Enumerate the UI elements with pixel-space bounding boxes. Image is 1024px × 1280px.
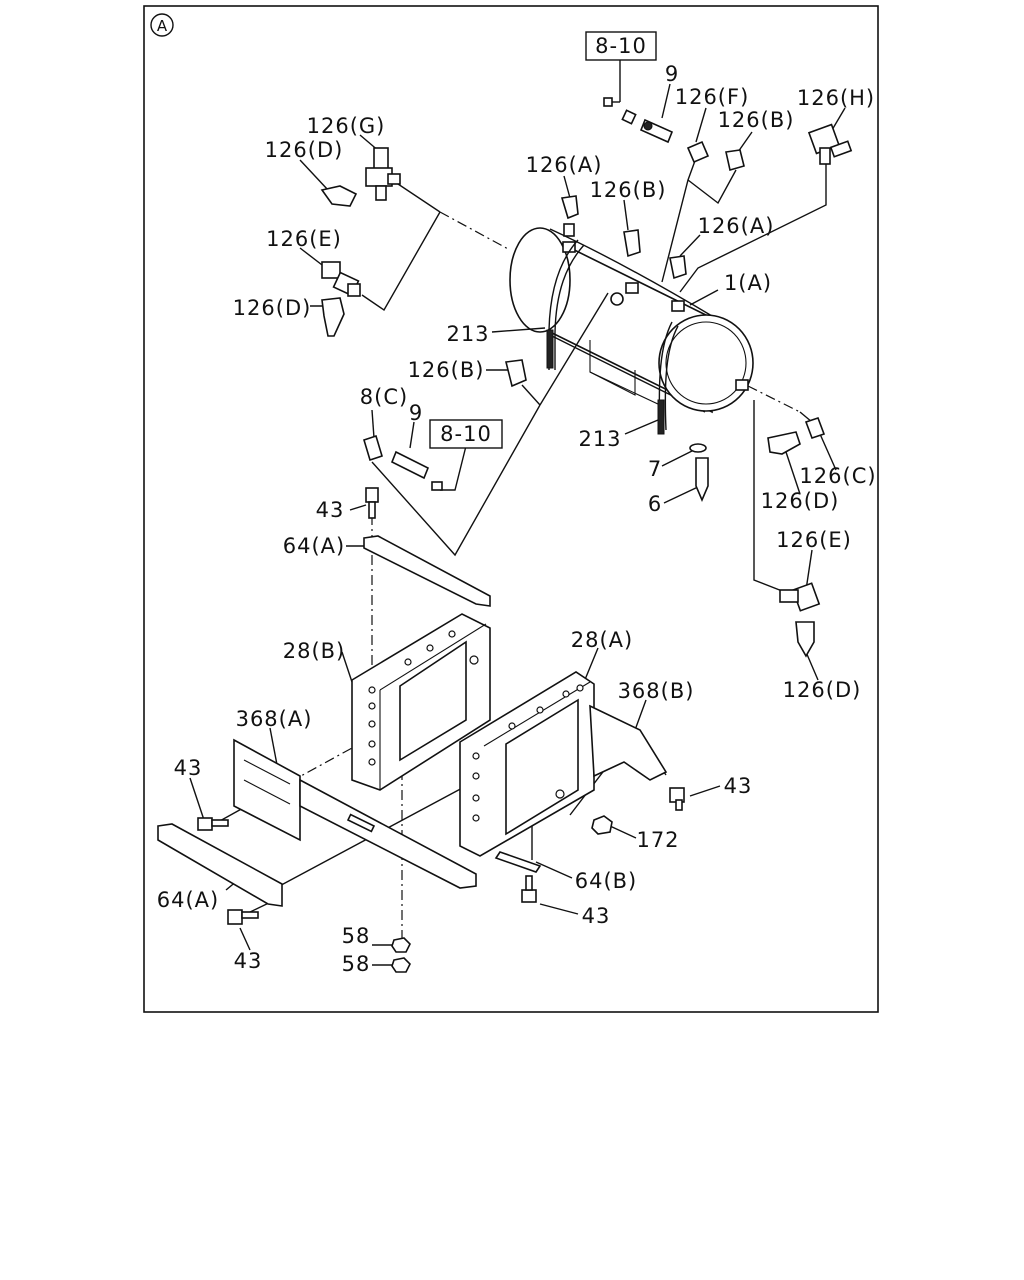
label-43-d: 43 xyxy=(582,904,611,928)
ref-box-8-10-top xyxy=(585,31,657,61)
label-9-mid: 9 xyxy=(409,401,423,425)
label-28A: 28(A) xyxy=(571,628,633,652)
label-8-10-top: 8-10 xyxy=(595,34,647,58)
bolt-43-c xyxy=(669,787,685,811)
frame-28A xyxy=(459,671,595,857)
bolt-43-a xyxy=(365,487,379,519)
label-1A: 1(A) xyxy=(724,271,772,295)
label-126G: 126(G) xyxy=(307,114,386,138)
tee-126E-left xyxy=(321,261,361,297)
air-tank xyxy=(509,227,754,431)
ref-box-8-10-mid xyxy=(429,419,503,449)
label-126D-left: 126(D) xyxy=(233,296,312,320)
label-58-a: 58 xyxy=(342,924,371,948)
label-126H: 126(H) xyxy=(797,86,875,110)
label-6: 6 xyxy=(648,492,662,516)
label-126A-mid: 126(A) xyxy=(526,153,603,177)
label-126F: 126(F) xyxy=(675,85,750,109)
label-126C: 126(C) xyxy=(799,464,876,488)
fittings xyxy=(320,97,853,658)
label-43-b: 43 xyxy=(174,756,203,780)
label-126D-topleft: 126(D) xyxy=(265,138,344,162)
label-28B: 28(B) xyxy=(283,639,346,663)
label-213-bottom: 213 xyxy=(578,427,621,451)
bolt-43-b xyxy=(197,817,229,831)
valve-9-top xyxy=(603,97,674,144)
label-126B-mid: 126(B) xyxy=(590,178,667,202)
diagram-border xyxy=(143,5,879,1013)
tee-126E-right xyxy=(779,582,821,612)
label-126B-low: 126(B) xyxy=(408,358,485,382)
label-368A: 368(A) xyxy=(236,707,313,731)
label-58-b: 58 xyxy=(342,952,371,976)
label-9-top: 9 xyxy=(665,62,679,86)
label-7: 7 xyxy=(648,457,662,481)
tee-126H xyxy=(807,123,853,165)
view-marker-letter: A xyxy=(157,17,168,35)
label-43-e: 43 xyxy=(234,949,263,973)
frame-28B xyxy=(351,613,491,791)
label-126D-right: 126(D) xyxy=(761,489,840,513)
label-43-a: 43 xyxy=(316,498,345,522)
bolt-43-d xyxy=(521,875,537,903)
label-8-10-mid: 8-10 xyxy=(440,422,492,446)
label-126A-right: 126(A) xyxy=(698,214,775,238)
label-126E-left: 126(E) xyxy=(266,227,342,251)
label-64A-top: 64(A) xyxy=(283,534,345,558)
bolt-43-e xyxy=(227,909,259,925)
label-43-c: 43 xyxy=(724,774,753,798)
label-368B: 368(B) xyxy=(618,679,695,703)
brackets xyxy=(157,487,685,973)
label-126B-top: 126(B) xyxy=(718,108,795,132)
view-marker: A xyxy=(150,13,174,37)
label-213-top: 213 xyxy=(446,322,489,346)
tee-126G xyxy=(365,147,401,201)
label-126E-right: 126(E) xyxy=(776,528,852,552)
part-labels: 8-10 9 126(F) 126(B) 126(H) 126(G) 126(D… xyxy=(157,31,876,976)
label-172: 172 xyxy=(636,828,679,852)
label-64B: 64(B) xyxy=(575,869,638,893)
label-8C: 8(C) xyxy=(360,385,408,409)
label-64A-bottom: 64(A) xyxy=(157,888,219,912)
label-126D-bottom: 126(D) xyxy=(783,678,862,702)
